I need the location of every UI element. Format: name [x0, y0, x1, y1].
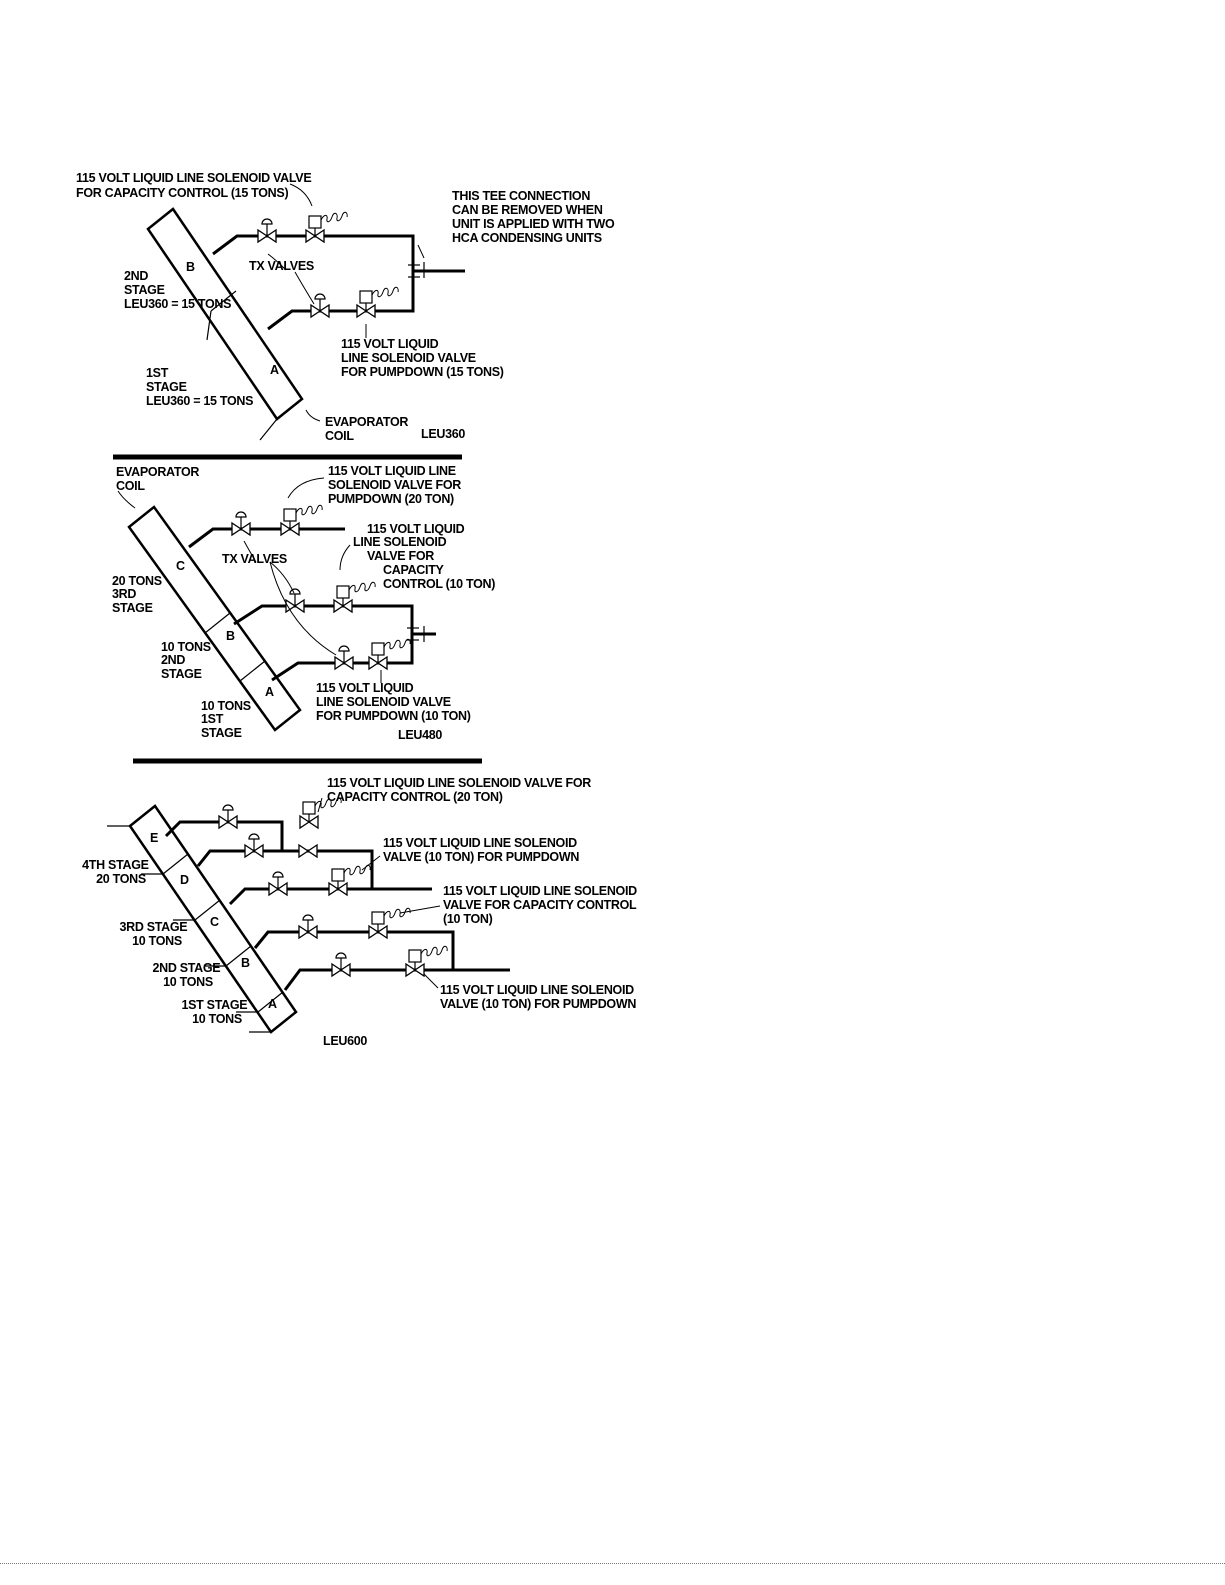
annotation-stage1: 1ST STAGE 10 TONS [181, 998, 250, 1026]
piping [188, 527, 436, 682]
coil-section-label: B [241, 956, 250, 970]
annotation-tx-valves: TX VALVES [249, 259, 314, 273]
annotation-tx-valves: TX VALVES [222, 552, 287, 566]
tx-valve-icon [244, 833, 264, 858]
annotation-tee-connection: THIS TEE CONNECTION CAN BE REMOVED WHEN … [452, 189, 618, 245]
tx-valve-icon [334, 645, 354, 670]
leader-lines [117, 477, 382, 683]
solenoid-valve-icon [356, 286, 399, 318]
tx-valve-icon [268, 871, 288, 896]
annotation-pumpdown-10: 115 VOLT LIQUID LINE SOLENOID VALVE FOR … [316, 681, 471, 723]
coil-section-label: B [226, 629, 235, 643]
annotation-capacity-valve: 115 VOLT LIQUID LINE SOLENOID VALVE FOR … [76, 171, 315, 200]
annotation-stage1: 1ST STAGE LEU360 = 15 TONS [146, 366, 253, 408]
tx-valve-icon [231, 511, 251, 536]
diagram-leu480: C B A EVAPORATOR COIL [112, 464, 496, 742]
tx-valve-icon [310, 293, 330, 318]
annotation-pumpdown-10a: 115 VOLT LIQUID LINE SOLENOID VALVE (10 … [383, 836, 580, 864]
solenoid-valve-icon [333, 581, 376, 613]
annotation-stage2: 2ND STAGE LEU360 = 15 TONS [124, 269, 231, 311]
evaporator-coil [127, 505, 302, 732]
tx-valve-icon [298, 914, 318, 939]
annotation-pumpdown-valve: 115 VOLT LIQUID LINE SOLENOID VALVE FOR … [341, 337, 504, 379]
solenoid-valve-icon [368, 638, 411, 670]
model-label: LEU360 [421, 427, 465, 441]
solenoid-valve-icon [405, 945, 448, 977]
tx-valve-icon [257, 218, 277, 243]
evaporator-coil [146, 207, 304, 441]
diagram-leu600: E D C B A 115 VOLT LIQUID LINE SOLEN [82, 776, 640, 1048]
model-label: LEU600 [323, 1034, 367, 1048]
leader-lines [317, 797, 441, 989]
page-bottom-rule [0, 1563, 1225, 1564]
annotation-capacity-10: 115 VOLT LIQUID LINE SOLENOID VALVE FOR … [353, 522, 495, 591]
coil-section-label: A [270, 363, 279, 377]
solenoid-valve-icon [305, 211, 348, 243]
annotation-pumpdown-10b: 115 VOLT LIQUID LINE SOLENOID VALVE (10 … [440, 983, 637, 1011]
evaporator-coil [107, 804, 298, 1034]
coil-section-label: D [180, 873, 189, 887]
piping [212, 234, 465, 331]
diagram-leu360: B A 115 VOLT LIQUID LINE SOLENOID VALVE … [76, 171, 618, 443]
leader-lines [267, 183, 425, 422]
annotation-stage2: 2ND STAGE 10 TONS [152, 961, 223, 989]
annotation-stage2: 10 TONS 2ND STAGE [161, 640, 214, 681]
annotation-stage4: 4TH STAGE 20 TONS [82, 858, 152, 886]
solenoid-valve-icon [298, 844, 318, 858]
coil-section-label: C [210, 915, 219, 929]
tx-valve-icon [331, 952, 351, 977]
annotation-stage3: 20 TONS 3RD STAGE [112, 574, 165, 615]
coil-section-label: A [265, 685, 274, 699]
annotation-capacity-20: 115 VOLT LIQUID LINE SOLENOID VALVE FOR … [327, 776, 594, 804]
annotation-evaporator-coil: EVAPORATOR COIL [116, 465, 202, 493]
annotation-pumpdown-20: 115 VOLT LIQUID LINE SOLENOID VALVE FOR … [328, 464, 464, 506]
annotation-stage3: 3RD STAGE 10 TONS [119, 920, 190, 948]
coil-section-label: B [186, 260, 195, 274]
coil-section-label: A [268, 997, 277, 1011]
annotation-capacity-10: 115 VOLT LIQUID LINE SOLENOID VALVE FOR … [443, 884, 640, 926]
coil-section-label: E [150, 831, 158, 845]
annotation-stage1: 10 TONS 1ST STAGE [201, 699, 254, 740]
coil-section-label: C [176, 559, 185, 573]
solenoid-valve-icon [280, 504, 323, 536]
model-label: LEU480 [398, 728, 442, 742]
tx-valve-icon [218, 804, 238, 829]
solenoid-valve-icon [328, 864, 371, 896]
annotation-evaporator-coil: EVAPORATOR COIL [325, 415, 411, 443]
